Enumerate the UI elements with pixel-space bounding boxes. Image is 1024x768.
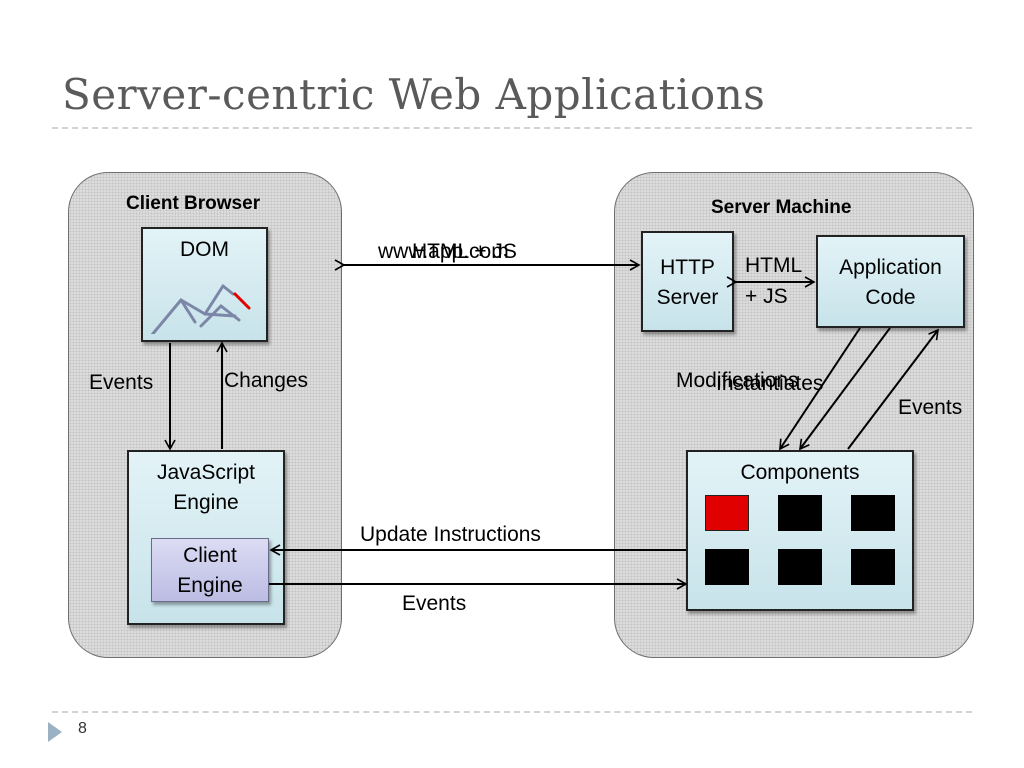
dom-box: DOM [141,227,268,342]
http-server-line2: Server [656,286,719,309]
component-square-changed [705,495,749,531]
slide-title: Server-centric Web Applications [62,70,766,119]
application-code-line1: Application [839,256,942,279]
application-code-line2: Code [865,286,916,309]
title-divider [52,127,972,129]
instantiates-label: Instantiates [716,372,824,395]
component-square [778,549,822,585]
component-square [851,549,895,585]
client-engine-box: Client Engine [151,538,269,602]
component-square [705,549,749,585]
footer-divider [52,711,972,713]
dom-changes-label: Changes [224,369,309,392]
modifications-arrow [779,327,861,451]
modifications-label: Modifications [676,369,799,392]
dom-label: DOM [180,238,229,261]
instantiates-arrow [799,327,891,451]
html-js-label-line1: HTML [745,254,803,277]
js-engine-line2: Engine [173,491,239,514]
client-events-label: Events [402,592,467,615]
url-label: www.app.com [378,240,509,263]
bullet-triangle-icon [48,722,62,742]
component-square [778,495,822,531]
html-js-label: HTML + JS [412,240,517,263]
component-square [851,495,895,531]
client-browser-label: Client Browser [126,193,261,214]
http-server-box: HTTP Server [641,231,734,332]
js-engine-line1: JavaScript [156,461,256,484]
server-events-arrow [847,328,939,450]
page-number: 8 [78,720,87,737]
server-machine-label: Server Machine [711,197,852,218]
client-engine-line1: Client [183,544,237,567]
html-js-label-line2: + JS [745,285,788,308]
http-server-line1: HTTP [660,256,715,279]
client-engine-line2: Engine [177,574,243,597]
server-events-label: Events [898,396,963,419]
update-instructions-label: Update Instructions [360,523,541,546]
dom-events-label: Events [89,371,154,394]
components-label: Components [740,461,860,484]
application-code-box: Application Code [816,235,965,328]
dom-tree-icon [150,284,251,334]
